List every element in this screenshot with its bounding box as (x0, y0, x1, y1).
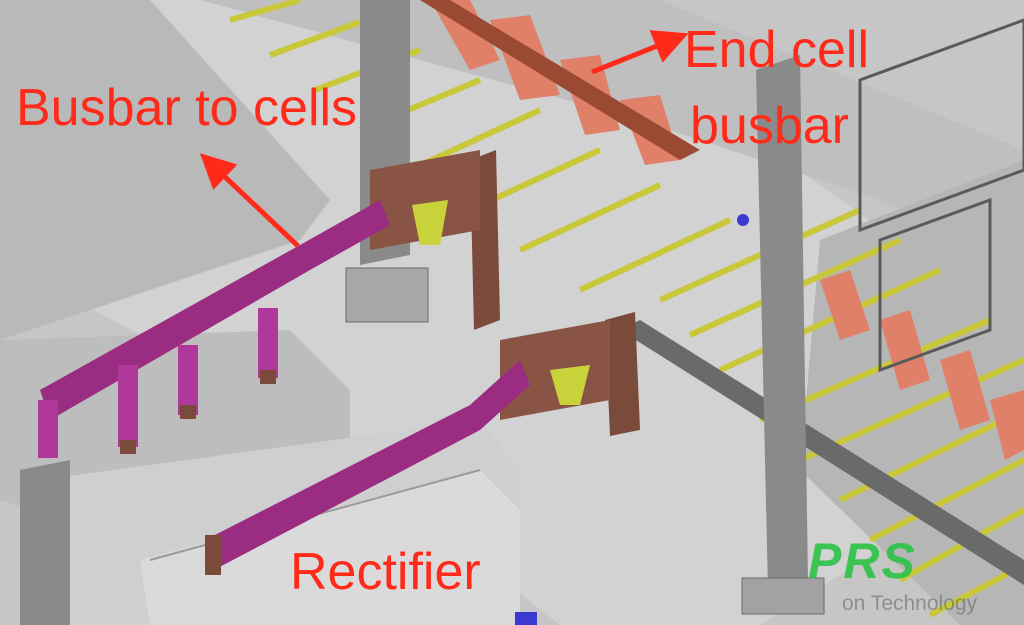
watermark-text: on Technology (842, 592, 978, 615)
column-base-center (345, 267, 429, 323)
blue-fitting-bottom (515, 612, 537, 625)
right-rack-frame (800, 160, 1024, 625)
column-right (756, 55, 808, 590)
copper-bend-upper (370, 150, 480, 250)
column-left (20, 460, 70, 625)
arrow-end-cell-busbar (591, 30, 689, 75)
label-end-cell-line2: busbar (690, 97, 849, 155)
cell-tanks (858, 18, 1024, 373)
busbar-drop-feet (120, 370, 276, 575)
blue-fitting (737, 214, 749, 226)
label-end-cell-line1: End cell (684, 21, 869, 79)
busbar-drops (38, 308, 278, 458)
column-base-right (741, 577, 825, 615)
label-rectifier: Rectifier (290, 543, 481, 601)
copper-stack-lower (605, 312, 640, 436)
arrow-busbar-to-cells (199, 153, 300, 248)
right-salmon-webs (820, 270, 1024, 460)
top-rack-rungs (229, 0, 732, 293)
label-busbar-to-cells: Busbar to cells (16, 79, 358, 137)
busbar-lower (205, 360, 530, 572)
insulator-lower (550, 365, 590, 405)
rectifier-box-top (140, 470, 520, 625)
top-rail (420, 0, 700, 160)
left-floor (0, 0, 330, 340)
right-rail (620, 320, 1024, 585)
insulator-upper (412, 200, 448, 245)
prs-logo: PRS (808, 533, 917, 589)
